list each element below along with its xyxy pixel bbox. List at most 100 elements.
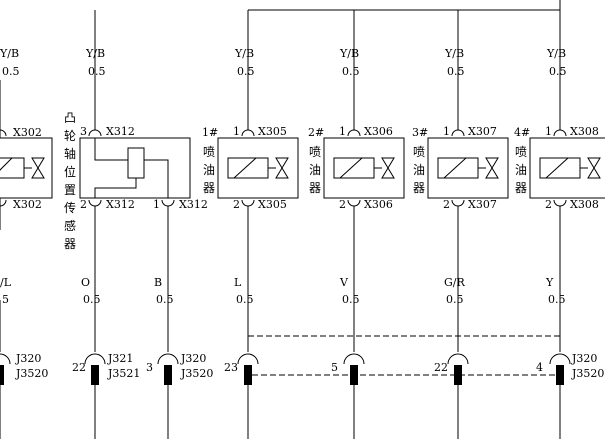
- solenoid-slash: [443, 157, 467, 179]
- bottom-wire-size: 0.5: [342, 293, 360, 306]
- injector-name-char: 喷: [309, 145, 321, 159]
- sensor-element: [127, 147, 145, 179]
- connector-label: X302: [13, 198, 42, 211]
- connector-arc: [237, 353, 259, 365]
- pin-number: 22: [434, 361, 448, 374]
- top-wire-size: 0.5: [447, 65, 465, 78]
- solenoid-slash: [0, 157, 13, 171]
- connector-label: X308: [570, 125, 599, 138]
- valve-symbol: [485, 157, 499, 179]
- connector-label: X307: [468, 198, 497, 211]
- bottom-wire-color: B: [154, 276, 162, 289]
- connector-label: X308: [570, 198, 599, 211]
- bottom-wire-size: 0.5: [446, 293, 464, 306]
- pin-number: 2: [233, 198, 240, 211]
- top-wire-color: Y/B: [234, 47, 254, 60]
- pin-number: 1: [233, 125, 240, 138]
- connector-arc: [549, 353, 571, 365]
- bottom-wire-size: 0.5: [548, 293, 566, 306]
- solenoid-rect: [0, 157, 25, 179]
- connector-pin-block: [91, 365, 99, 385]
- connector-arc: [347, 199, 361, 207]
- injector-name-char: 油: [203, 163, 215, 177]
- bottom-wire-size: 0.5: [236, 293, 254, 306]
- connector-label: X302: [13, 126, 42, 139]
- connector-arc: [451, 199, 465, 207]
- connector-arc: [0, 353, 11, 365]
- pin-number: 5: [331, 361, 338, 374]
- top-wire-size: 0.5: [549, 65, 567, 78]
- connector-label: J321: [107, 352, 133, 365]
- cam-sensor-name-char: 位: [64, 164, 76, 179]
- injector-3: 3# 喷 油 器 1 X307 2 X307: [412, 125, 509, 211]
- connector-label: X312: [106, 125, 135, 138]
- valve-symbol: [275, 157, 289, 179]
- injector-number: 4#: [514, 126, 530, 139]
- connector-label: X305: [258, 125, 287, 138]
- pin-number: 1: [153, 198, 160, 211]
- connector-label: X307: [468, 125, 497, 138]
- pin-number: 3: [80, 125, 87, 138]
- connector-label: X306: [364, 125, 393, 138]
- injector-2: 2# 喷 油 器 1 X306 2 X306: [308, 125, 405, 211]
- bottom-wire-size: 0.5: [156, 293, 174, 306]
- left-partial-component: X302 X302: [0, 126, 53, 211]
- bottom-wire-color: Y: [545, 276, 554, 289]
- connector-pin-block: [164, 365, 172, 385]
- top-wire-color: Y/B: [444, 47, 464, 60]
- bottom-wire-size: 5: [2, 293, 9, 306]
- connector-arc: [553, 129, 567, 137]
- injector-number: 2#: [308, 126, 324, 139]
- cam-sensor-name-char: 凸: [64, 111, 76, 125]
- injector-name-char: 油: [413, 163, 425, 177]
- cam-sensor-name-char: 置: [64, 183, 76, 197]
- connector-label: X306: [364, 198, 393, 211]
- solenoid-slash: [545, 157, 569, 179]
- connector-label: X305: [258, 198, 287, 211]
- pin-number: 1: [443, 125, 450, 138]
- pin-number: 2: [80, 198, 87, 211]
- connector-label: J3520: [180, 367, 213, 380]
- injector-name-char: 器: [515, 181, 527, 195]
- ecu-connector: 3 J320 J3520: [146, 352, 213, 439]
- ecu-connector: 22: [434, 353, 469, 439]
- connector-arc: [84, 353, 106, 365]
- ecu-connector: 23: [224, 353, 259, 439]
- top-wire-color: Y/B: [85, 47, 105, 60]
- pin-number: 23: [224, 361, 238, 374]
- connector-arc-top: [0, 129, 7, 137]
- cam-sensor-name-char: 传: [64, 200, 76, 215]
- top-wire-size: 0.5: [2, 65, 20, 78]
- pin-number: 2: [545, 198, 552, 211]
- injector-4: 4# 喷 油 器 1 X308 2 X308: [514, 125, 605, 211]
- connector-arc: [161, 199, 175, 207]
- connector-arc: [241, 129, 255, 137]
- pin-number: 4: [536, 361, 543, 374]
- pin-number: 22: [72, 361, 86, 374]
- top-wire-size: 0.5: [342, 65, 360, 78]
- connector-arc: [451, 129, 465, 137]
- bottom-wire-size: 0.5: [83, 293, 101, 306]
- injector-name-char: 器: [203, 181, 215, 195]
- ecu-connector: J320 J3520: [0, 352, 48, 439]
- cam-sensor-name-char: 轮: [64, 129, 76, 143]
- bottom-wire-color: G/R: [444, 276, 465, 289]
- bottom-wire-color: L: [234, 276, 242, 289]
- injector-number: 1#: [202, 126, 218, 139]
- injector-name-char: 喷: [203, 145, 215, 159]
- sensor-wire: [94, 138, 128, 161]
- bottom-wire-labels: /L 5 O 0.5 B 0.5 L 0.5 V 0.5 G/R 0.5 Y 0…: [0, 276, 566, 306]
- top-wire-labels: Y/B 0.5 Y/B 0.5 Y/B 0.5 Y/B 0.5 Y/B 0.5 …: [0, 47, 567, 78]
- top-wire-color: Y/B: [0, 47, 19, 60]
- connector-arc: [88, 129, 102, 137]
- injector-name-char: 器: [309, 181, 321, 195]
- connector-arc: [447, 353, 469, 365]
- ecu-connector: 4 J320 J3520: [536, 352, 604, 439]
- top-wire-color: Y/B: [339, 47, 359, 60]
- top-wire-size: 0.5: [88, 65, 106, 78]
- connector-label: J320: [15, 352, 41, 365]
- injector-name-char: 喷: [413, 145, 425, 159]
- injector-name-char: 喷: [515, 145, 527, 159]
- connector-label: X312: [106, 198, 135, 211]
